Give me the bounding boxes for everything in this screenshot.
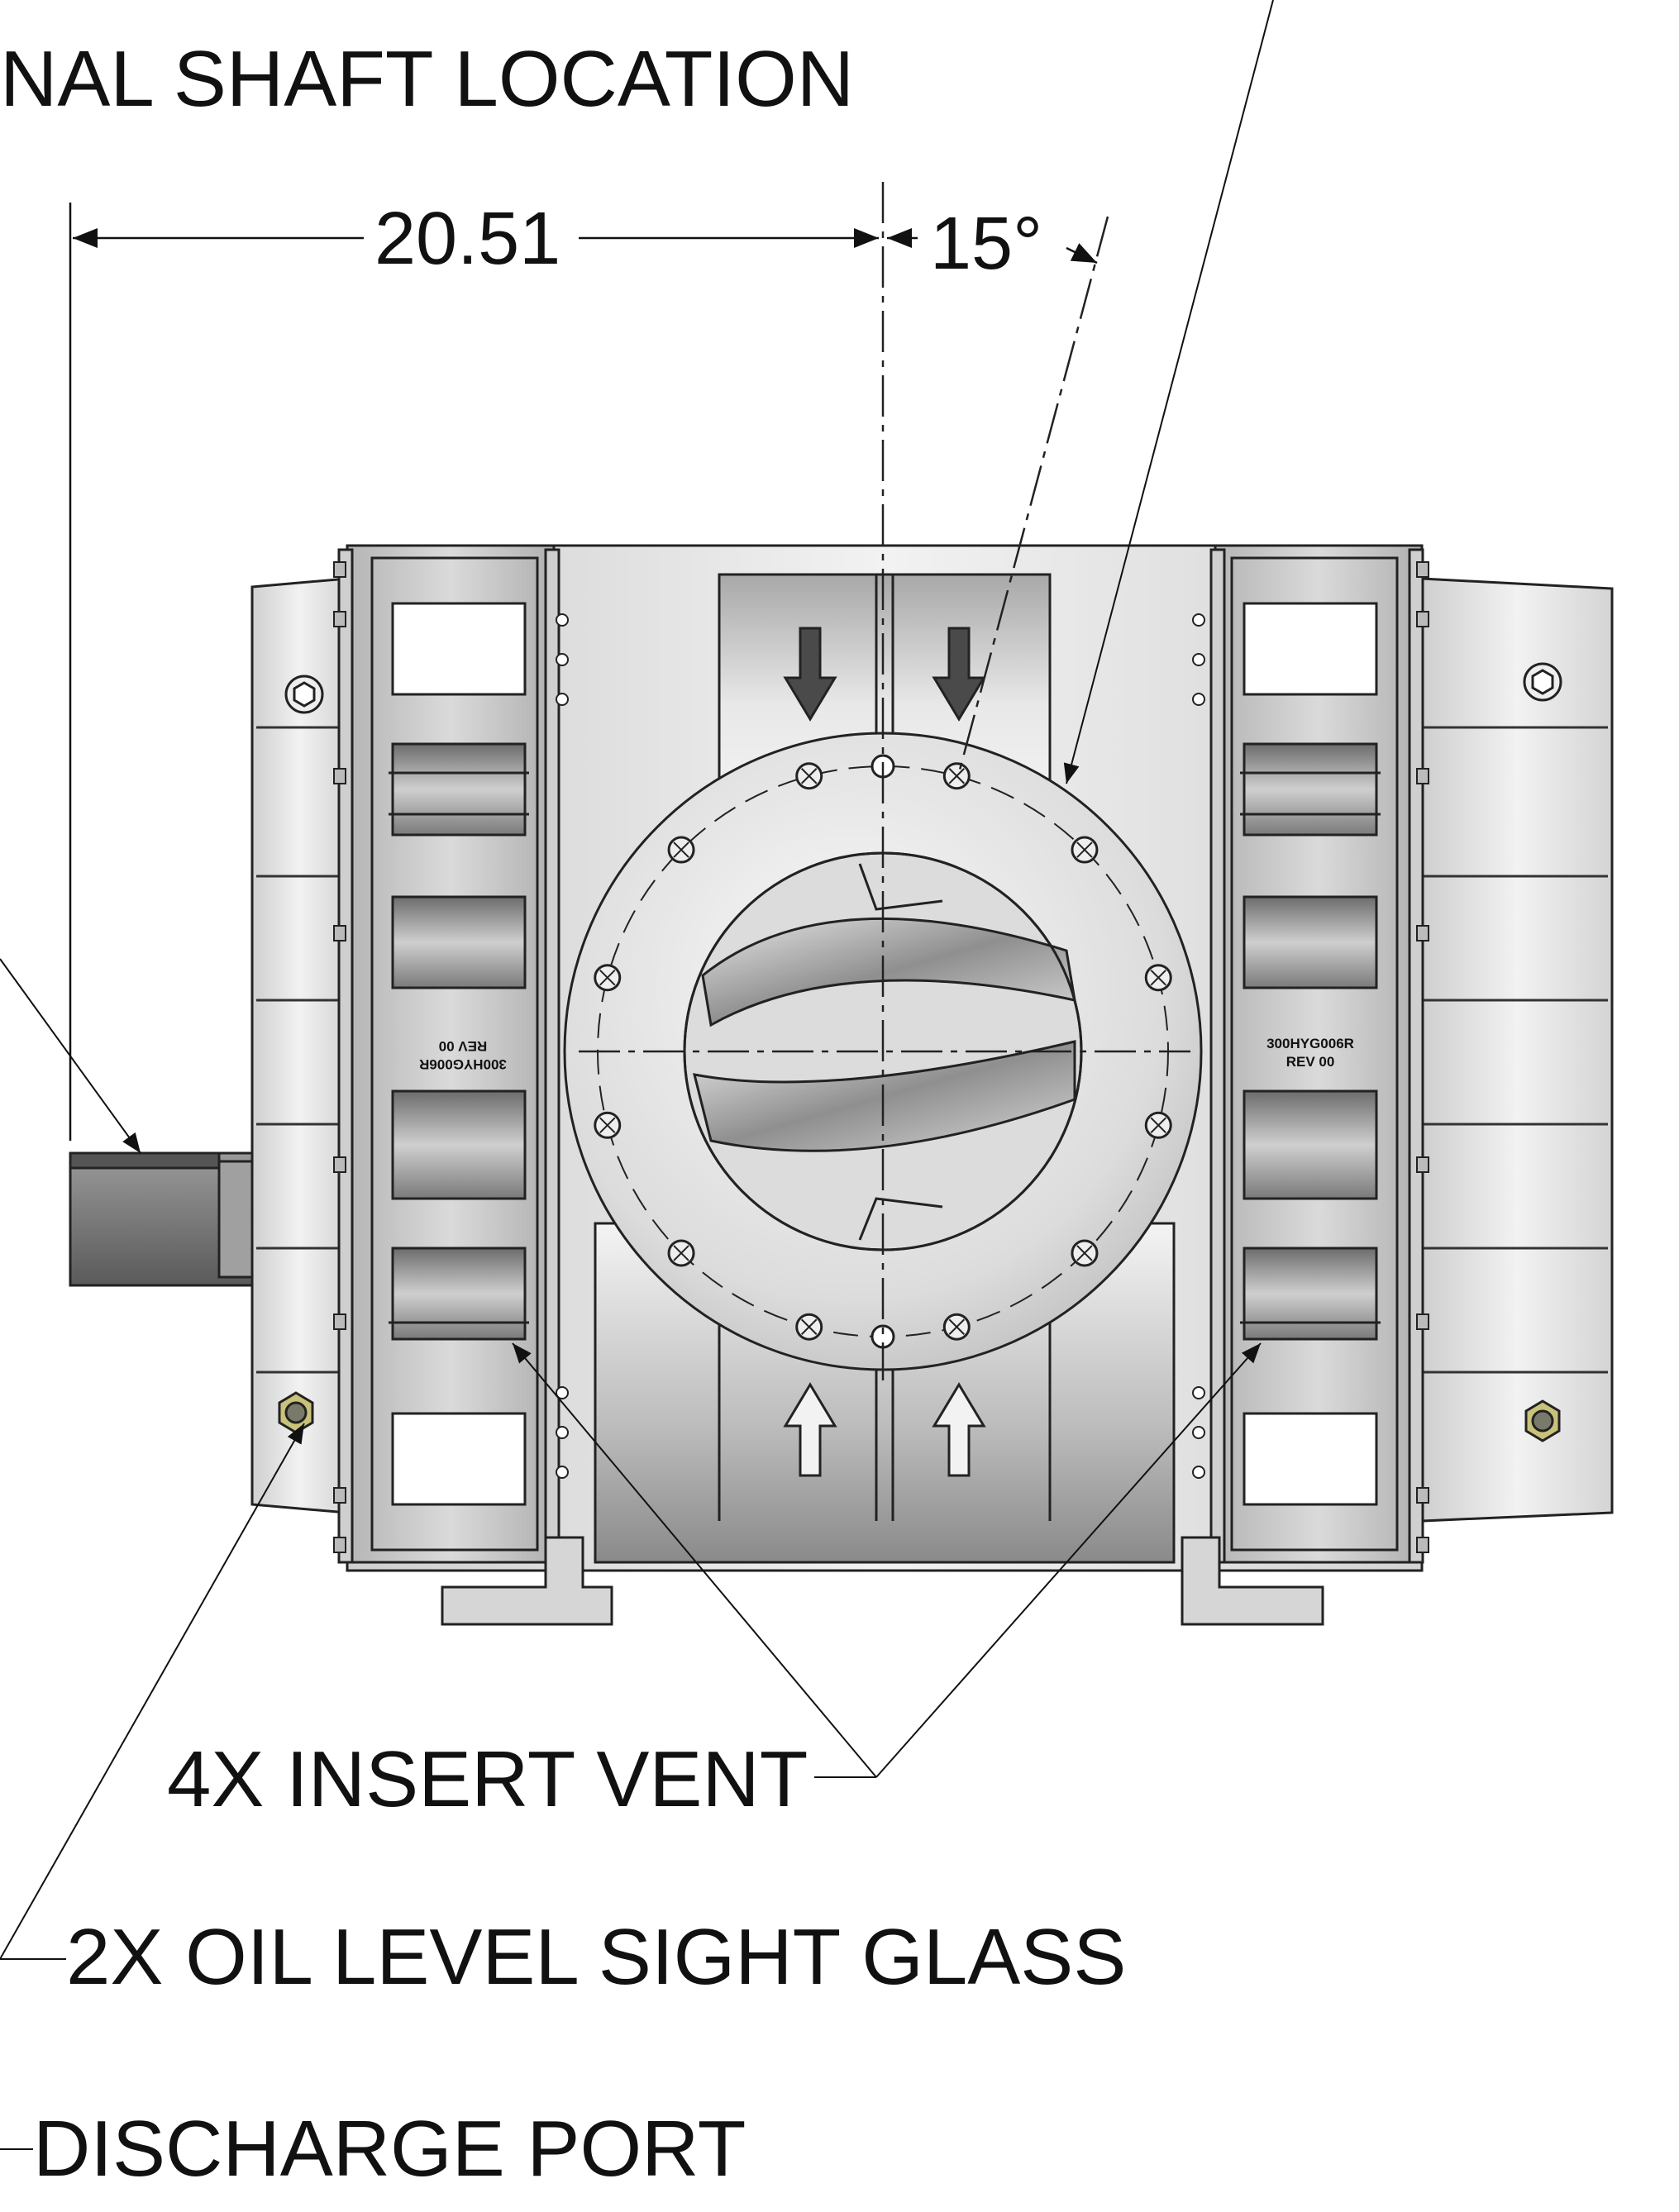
end-cover-ribs	[256, 726, 1608, 1374]
arrow-down-icon	[932, 627, 986, 722]
insert-vent-callout: 4X INSERT VENT	[167, 1735, 808, 1823]
dimension-shaft-offset	[69, 203, 879, 1141]
bolt-slot	[1076, 1245, 1093, 1261]
window	[391, 895, 527, 989]
centerlines	[579, 182, 1190, 1380]
bolt-slot	[673, 841, 689, 858]
bolt-slot	[948, 768, 965, 784]
bolt-slot	[599, 970, 616, 986]
mounting-feet	[441, 1536, 1324, 1626]
bolt-slot	[673, 1245, 689, 1261]
window	[1243, 1089, 1378, 1200]
part-stamp-left: 300HYG006R REV 00	[419, 1038, 507, 1072]
right-end-cover	[1420, 577, 1614, 1523]
window	[391, 1412, 527, 1506]
shaft-offset-dimension: 20.51	[374, 198, 561, 280]
bolt-slot	[1076, 841, 1093, 858]
window	[1243, 1412, 1378, 1506]
svg-text:300HYG006R: 300HYG006R	[419, 1056, 507, 1072]
svg-text:300HYG006R: 300HYG006R	[1266, 1036, 1354, 1051]
bolt-slot	[801, 1318, 818, 1335]
discharge-port-callout: DISCHARGE PORT	[33, 2105, 746, 2193]
flow-arrows	[783, 627, 986, 1477]
window	[1243, 895, 1378, 989]
window	[391, 1089, 527, 1200]
sight-glass-icon	[278, 1391, 1561, 1442]
bolt-slot	[1150, 1117, 1166, 1133]
window	[391, 602, 527, 696]
arrow-down-icon	[783, 627, 837, 722]
vent-holes	[556, 613, 1205, 1479]
shaft-location-callout: NAL SHAFT LOCATION	[0, 35, 855, 123]
tie-bar-bolts	[333, 561, 1429, 1553]
bolt-slot	[599, 1117, 616, 1133]
leader-lines	[0, 0, 1274, 2150]
arrow-up-icon	[932, 1382, 986, 1477]
bolt-slot	[948, 1318, 965, 1335]
arrow-up-icon	[783, 1382, 837, 1477]
part-stamp-right: 300HYG006R REV 00	[1266, 1036, 1354, 1070]
window	[391, 1247, 527, 1341]
hex-plug-icon	[284, 662, 1562, 714]
tie-bars	[337, 548, 1424, 1564]
window	[1243, 742, 1378, 837]
drive-shaft	[69, 1151, 254, 1287]
dimension-bolt-angle	[887, 228, 1098, 265]
bolt-slot	[801, 768, 818, 784]
window	[1243, 602, 1378, 696]
left-headplate	[346, 544, 556, 1564]
window	[391, 742, 527, 837]
svg-text:REV 00: REV 00	[439, 1038, 488, 1054]
bolt-slot	[1150, 970, 1166, 986]
window	[1243, 1247, 1378, 1341]
right-headplate	[1214, 544, 1424, 1564]
svg-text:REV 00: REV 00	[1286, 1054, 1335, 1070]
bolt-angle-dimension: 15°	[930, 203, 1043, 285]
oil-sight-glass-callout: 2X OIL LEVEL SIGHT GLASS	[66, 1913, 1127, 2001]
